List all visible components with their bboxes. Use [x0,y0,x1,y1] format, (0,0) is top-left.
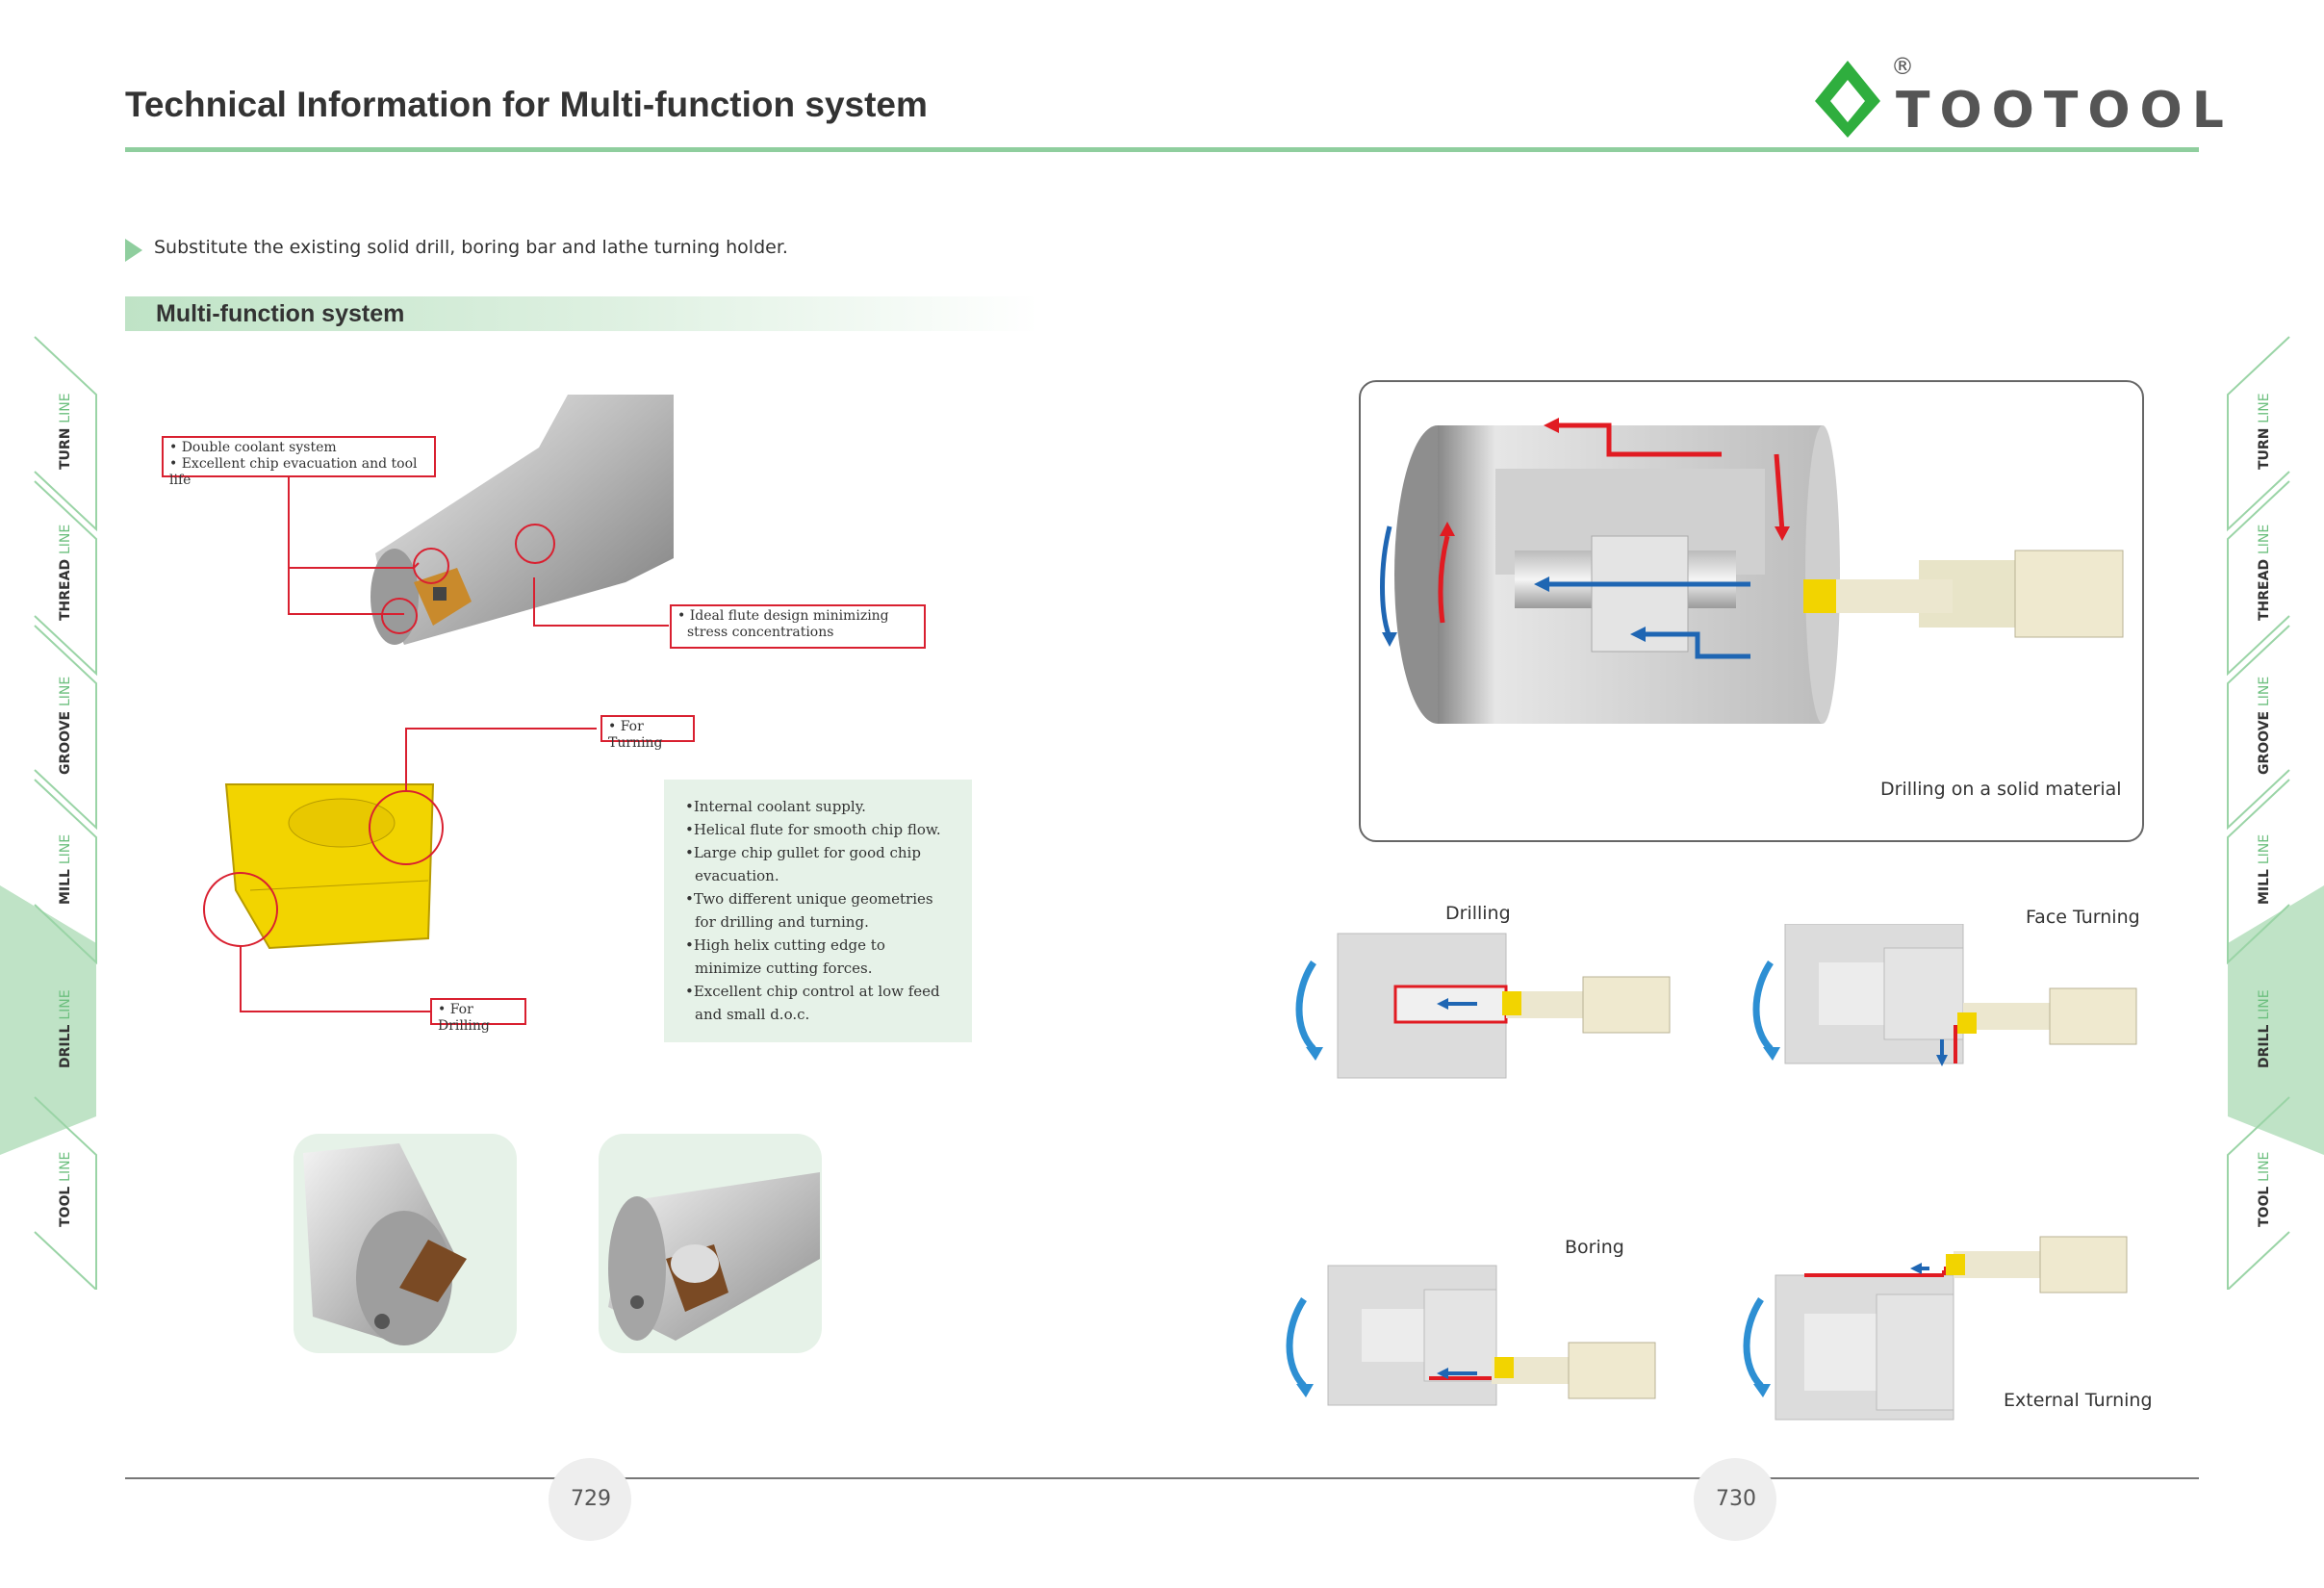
feature-item: •Helical flute for smooth chip flow. [685,821,941,838]
feature-item: •Internal coolant supply. [685,798,866,815]
tool-photo-side [599,1134,822,1353]
caption-face-turning: Face Turning [2026,907,2140,928]
footer-divider [125,1477,2199,1479]
features-box: •Internal coolant supply. •Helical flute… [664,780,972,1042]
caption-external-turning: External Turning [2004,1390,2153,1411]
feature-item: •High helix cutting edge to minimize cut… [685,936,885,977]
right-side-tabs: TURN LINE THREAD LINE GROOVE LINE MILL L… [2218,327,2324,1290]
left-side-tabs: TURN LINE THREAD LINE GROOVE LINE MILL L… [0,327,106,1290]
page-marker-right [1694,1458,1776,1541]
callout-drilling: • For Drilling [430,998,526,1034]
side-tab-tool-right[interactable]: TOOL LINE [2257,1151,2272,1227]
side-tab-turn-right[interactable]: TURN LINE [2257,393,2272,470]
page-number-left: 729 [571,1487,611,1511]
logo-mark-icon [1815,61,1880,138]
tool-photo-front [294,1134,517,1353]
drill-callout-lines [288,464,669,634]
section-title: Multi-function system [156,300,405,327]
side-tab-mill[interactable]: MILL LINE [58,833,73,905]
side-tab-drill-right[interactable]: DRILL LINE [2257,989,2272,1068]
brand-name: TOOTOOL [1896,82,2234,140]
side-tab-mill-right[interactable]: MILL LINE [2257,833,2272,905]
side-tab-thread[interactable]: THREAD LINE [58,524,73,621]
feature-item: •Excellent chip control at low feed and … [685,983,940,1023]
page-marker-left [549,1458,631,1541]
side-tab-groove-right[interactable]: GROOVE LINE [2257,676,2272,775]
external-turning-diagram [1743,1236,2128,1421]
callout-coolant: • Double coolant system• Excellent chip … [162,436,436,488]
caption-boring: Boring [1565,1237,1624,1258]
feature-item: •Large chip gullet for good chip evacuat… [685,844,921,884]
page-number-right: 730 [1716,1487,1756,1511]
right-tab-shapes [2227,336,2324,1290]
registered-mark: ® [1891,53,1914,80]
insert-illustration [203,728,597,1012]
main-drilling-diagram: Drilling on a solid material [1359,380,2144,842]
face-turning-diagram [1752,924,2137,1066]
bullet-triangle-icon [125,239,142,262]
side-tab-drill[interactable]: DRILL LINE [58,989,73,1068]
header-divider [125,147,2199,152]
brand-logo: ® TOOTOOL [1809,53,2224,140]
side-tab-groove[interactable]: GROOVE LINE [58,676,73,775]
workpiece-drilling-illustration [1380,418,2124,724]
feature-item: •Two different unique geometries for dri… [685,890,933,931]
page-title: Technical Information for Multi-function… [125,85,928,124]
left-tab-shapes [0,336,97,1290]
caption-drilling: Drilling [1445,903,1511,924]
caption-main: Drilling on a solid material [1880,779,2122,800]
callout-turning: • For Turning [600,715,695,751]
boring-diagram [1286,1265,1656,1406]
side-tab-thread-right[interactable]: THREAD LINE [2257,524,2272,621]
section-bar [125,296,1039,331]
side-tab-tool[interactable]: TOOL LINE [58,1151,73,1227]
side-tab-turn[interactable]: TURN LINE [58,393,73,470]
drilling-diagram [1295,933,1671,1079]
intro-text: Substitute the existing solid drill, bor… [154,237,788,258]
